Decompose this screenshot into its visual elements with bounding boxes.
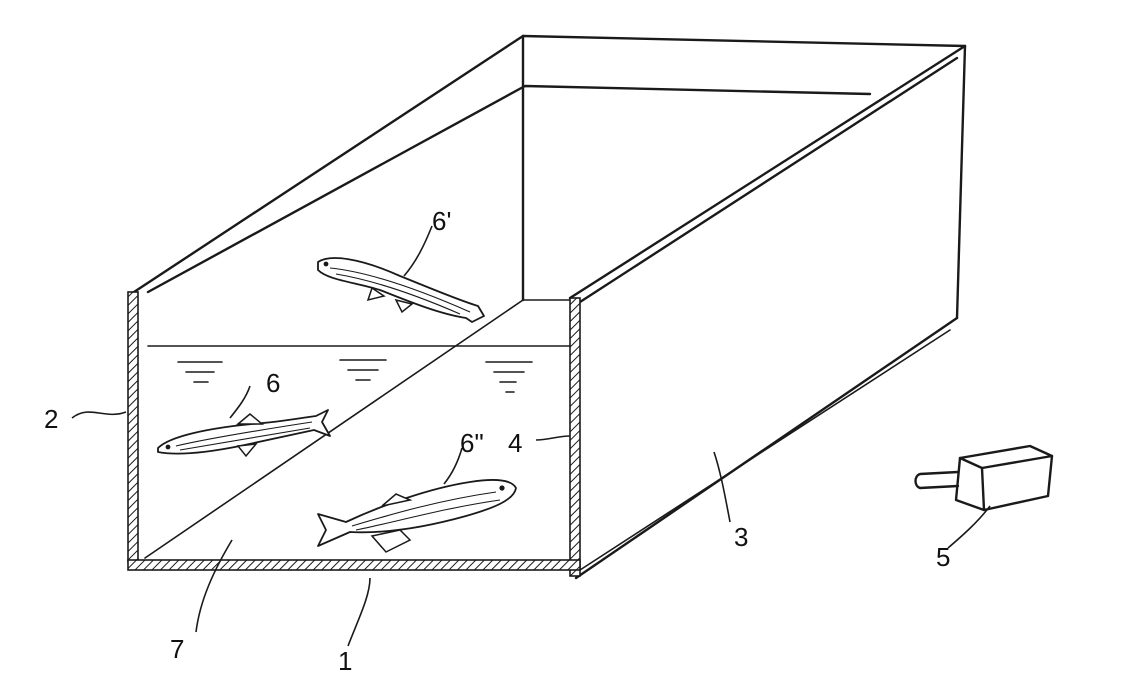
back-wall-top-edge: [521, 34, 967, 48]
side-wall-bottom-edge: [574, 316, 959, 580]
label-fish-upper: 6': [432, 206, 451, 236]
bottom-plate: [127, 559, 581, 571]
label-fish-lower: 6": [460, 428, 484, 458]
water-ripples: [177, 359, 533, 393]
label-partition: 4: [508, 428, 522, 458]
label-bottom-plate: 1: [338, 646, 352, 676]
label-fish-middle: 6: [266, 368, 280, 398]
aerator-nozzle: [914, 470, 960, 490]
label-floor: 7: [170, 634, 184, 664]
back-inner-top: [146, 84, 872, 294]
aerator: [914, 444, 1054, 512]
label-front-wall: 2: [44, 404, 58, 434]
fish-upper: [317, 257, 485, 323]
partition-wall: [569, 297, 581, 577]
fish-lower: [317, 479, 517, 553]
leader-lines: [71, 225, 991, 647]
label-side-wall: 3: [734, 522, 748, 552]
side-wall-bottom-inner: [579, 329, 951, 571]
tank: [127, 34, 967, 580]
back-wall-left-edge: [132, 34, 525, 294]
floor-diagonal: [144, 299, 524, 559]
side-wall-right-edge: [955, 44, 967, 320]
side-wall-top: [568, 44, 967, 300]
side-wall-top-inner: [578, 56, 959, 304]
fish-middle: [157, 409, 331, 458]
front-wall: [127, 291, 139, 563]
label-aerator: 5: [936, 542, 950, 572]
